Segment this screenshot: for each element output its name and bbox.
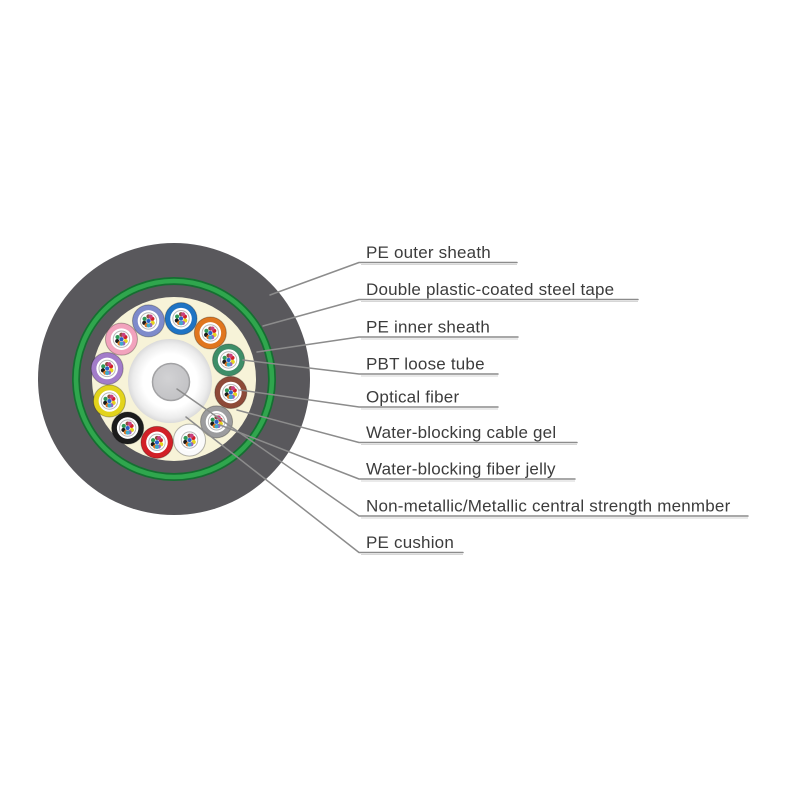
leader-line-pbt-loose-tube: [242, 359, 499, 375]
optical-fiber-dot: [181, 312, 186, 317]
leader-line-double-plastic-coated-steel-tape: [262, 298, 639, 327]
optical-fiber-dot: [150, 438, 156, 443]
optical-fiber-dot: [156, 435, 162, 441]
optical-fiber-dot: [210, 417, 215, 422]
optical-fiber-dot: [210, 326, 215, 331]
leader-line-pe-cushion: [185, 416, 464, 554]
optical-fiber-dot: [119, 337, 124, 342]
optical-fiber-dot: [146, 323, 151, 328]
leader-line-pe-outer-sheath: [269, 261, 518, 296]
optical-fiber-dot: [103, 396, 108, 402]
leader-line-water-blocking-fiber-jelly: [219, 424, 576, 480]
loose-tube-aqua: [131, 304, 165, 338]
label-pe-outer-sheath: PE outer sheath: [366, 243, 491, 262]
label-pe-inner-sheath: PE inner sheath: [366, 318, 490, 337]
optical-fiber-dot: [187, 437, 192, 443]
loose-tube-yellow: [92, 384, 126, 418]
optical-fiber-dot: [230, 386, 236, 391]
optical-fiber-dot: [208, 330, 213, 336]
optical-fiber-dot: [228, 394, 233, 400]
loose-tube-brown: [214, 376, 248, 410]
optical-fiber-dot: [105, 370, 110, 376]
optical-fiber-dot: [121, 332, 126, 337]
loose-tube-group: [90, 302, 248, 459]
label-water-blocking-fiber-jelly: Water-blocking fiber jelly: [366, 460, 556, 479]
label-pe-cushion: PE cushion: [366, 533, 454, 552]
loose-tube-orange: [193, 316, 227, 350]
loose-tube-white: [173, 423, 207, 457]
optical-fiber-dot: [154, 440, 160, 445]
loose-tube-rose: [104, 322, 138, 356]
optical-fiber-dot: [204, 328, 209, 333]
optical-fiber-dot: [178, 316, 184, 321]
leader-line-optical-fiber: [239, 389, 499, 408]
optical-fiber-dot: [125, 430, 130, 435]
loose-tube-violet: [90, 351, 124, 385]
optical-fiber-dot: [214, 419, 219, 424]
label-pbt-loose-tube: PBT loose tube: [366, 355, 485, 374]
label-double-plastic-coated-steel-tape: Double plastic-coated steel tape: [366, 280, 614, 299]
optical-fiber-dot: [119, 341, 124, 346]
optical-fiber-dot: [187, 442, 192, 447]
optical-fiber-dot: [127, 421, 132, 426]
optical-fiber-dot: [222, 355, 227, 360]
optical-fiber-dot: [183, 435, 188, 441]
loose-tube-blue: [164, 302, 198, 336]
loose-tube-green: [212, 343, 246, 377]
optical-fiber-dot: [105, 366, 110, 371]
leader-line-pe-inner-sheath: [256, 336, 519, 353]
optical-fiber-dot: [224, 388, 230, 393]
leader-line-non-metallic-metallic-central-strength-menmber: [176, 388, 749, 517]
optical-fiber-dot: [226, 357, 231, 363]
optical-fiber-dot: [226, 362, 231, 367]
loose-tube-black: [111, 411, 145, 445]
cable-center: [128, 339, 212, 423]
optical-fiber-dot: [115, 334, 120, 340]
label-non-metallic-metallic-central-strength-menmber: Non-metallic/Metallic central strength m…: [366, 497, 731, 516]
optical-fiber-dot: [175, 314, 180, 319]
optical-fiber-dot: [154, 444, 160, 449]
label-water-blocking-cable-gel: Water-blocking cable gel: [366, 423, 556, 442]
optical-fiber-dot: [228, 353, 233, 358]
optical-fiber-dot: [107, 362, 112, 367]
loose-tube-red: [140, 425, 174, 459]
optical-fiber-dot: [148, 314, 153, 319]
steel-tape-ring: [73, 278, 275, 480]
leader-line-group: [176, 261, 749, 555]
optical-fiber-dot: [121, 423, 126, 429]
optical-fiber-dot: [125, 425, 130, 431]
label-optical-fiber: Optical fiber: [366, 388, 459, 407]
optical-fiber-dot: [101, 364, 106, 369]
optical-fiber-dot: [142, 316, 147, 321]
optical-fiber-dot: [189, 433, 194, 438]
strength-member-core: [151, 362, 191, 402]
optical-fiber-dot: [228, 390, 233, 395]
optical-fiber-dot: [208, 335, 213, 340]
optical-fiber-dot: [178, 321, 184, 326]
optical-fiber-dot: [107, 403, 112, 408]
optical-fiber-dot: [109, 394, 114, 399]
leader-line-water-blocking-cable-gel: [236, 409, 578, 444]
optical-fiber-dot: [107, 398, 112, 404]
optical-fiber-dot: [214, 424, 219, 429]
optical-fiber-dot: [146, 318, 151, 324]
